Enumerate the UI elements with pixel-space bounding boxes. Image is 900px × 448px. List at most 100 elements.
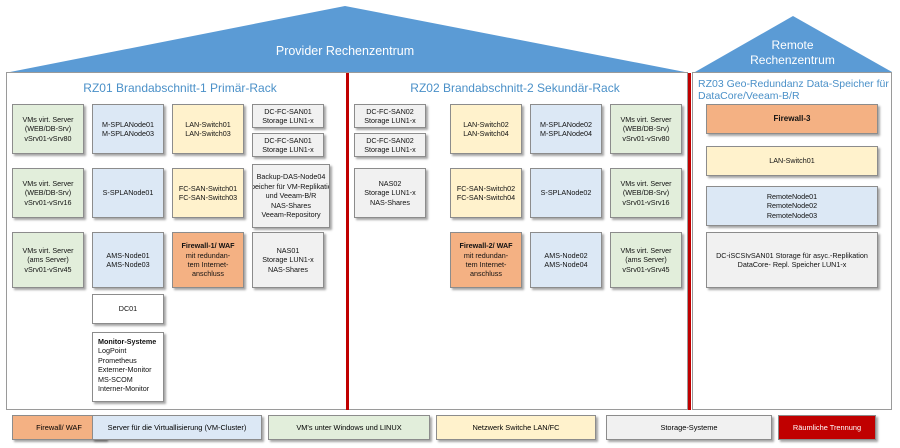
box-line: LAN-Switch01	[769, 156, 815, 166]
box-line: S-SPLANode01	[102, 188, 154, 198]
box-rz02-vms-web-2: VMs virt. Server(WEB/DB-Srv)vSrv01-vSrv1…	[610, 168, 682, 218]
box-line: Veeam-Repository	[261, 210, 321, 220]
box-rz03-lan: LAN-Switch01	[706, 146, 878, 176]
box-line: VMs virt. Server	[22, 245, 74, 255]
separator-rz02-rz03	[688, 73, 691, 410]
box-line: DC-iSCSIvSAN01 Storage für asyc.-Replika…	[716, 250, 868, 260]
box-line: DC-FC-SAN01	[264, 106, 312, 116]
box-line: vSrv01-vSrv16	[622, 197, 670, 207]
box-line: LogPoint	[98, 346, 127, 356]
box-line: VMs virt. Server	[620, 178, 672, 188]
box-line: AMS-Node04	[544, 260, 588, 269]
box-line: RemoteNode01	[766, 191, 818, 201]
box-rz03-firewall: Firewall-3	[706, 104, 878, 134]
rack-title-rz03-line1: RZ03 Geo-Redundanz Data-Speicher für	[698, 78, 889, 90]
box-rz01-vms-ams: VMs virt. Server(ams Server)vSrv01-vSrv4…	[12, 232, 84, 288]
box-line: RemoteNode03	[766, 210, 818, 220]
rack-title-rz01: RZ01 Brandabschnitt-1 Primär-Rack	[83, 81, 277, 95]
box-line: M-SPLANode04	[540, 129, 592, 138]
box-line: tem Internet-	[465, 260, 507, 269]
box-line: vSrv01-vSrv16	[24, 197, 72, 207]
box-line: (WEB/DB-Srv)	[24, 188, 72, 198]
box-line: Externer-Monitor	[98, 365, 152, 375]
box-line: AMS-Node03	[106, 260, 150, 269]
box-line: (WEB/DB-Srv)	[622, 124, 670, 134]
box-line: M-SPLANode02	[540, 119, 592, 129]
box-rz01-vms-web-2: VMs virt. Server(WEB/DB-Srv)vSrv01-vSrv1…	[12, 168, 84, 218]
box-line: AMS-Node02	[544, 250, 588, 260]
box-line: M-SPLANode01	[102, 119, 154, 129]
box-line: FC-SAN-Switch03	[178, 193, 238, 202]
box-line: Firewall-2/ WAF	[459, 241, 513, 251]
box-line: LAN-Switch02	[463, 119, 509, 129]
box-line: VMs virt. Server	[620, 245, 672, 255]
box-line: Backup-DAS-Node04	[256, 172, 326, 182]
box-line: FC-SAN-Switch01	[178, 183, 238, 193]
box-line: DC-FC-SAN01	[264, 135, 312, 145]
box-line: NAS01	[276, 245, 300, 255]
separator-rz01-rz02	[346, 73, 349, 410]
box-line: Storage LUN1-x	[364, 145, 416, 154]
box-line: NAS02	[378, 178, 402, 188]
box-line: mit redundan-	[185, 250, 231, 260]
box-rz01-sspla: S-SPLANode01	[92, 168, 164, 218]
box-line: LAN-Switch04	[463, 129, 509, 138]
box-line: (WEB/DB-Srv)	[622, 188, 670, 198]
box-line: Storage LUN1-x	[364, 188, 416, 198]
box-line: anschluss	[192, 269, 224, 279]
box-line: MS-SCOM	[98, 374, 133, 384]
provider-roof	[10, 6, 892, 72]
box-line: AMS-Node01	[106, 250, 150, 260]
remote-roof-title: Remote Rechenzentrum	[735, 38, 850, 68]
box-line: NAS-Shares	[370, 197, 410, 207]
box-line: S-SPLANode02	[540, 188, 592, 198]
legend-item-vms: VM's unter Windows und LINUX	[268, 415, 430, 440]
box-rz02-sspla: S-SPLANode02	[530, 168, 602, 218]
box-line: Storage LUN1-x	[262, 116, 314, 125]
box-rz01-backup: Backup-DAS-Node04Speicher für VM-Replika…	[252, 164, 330, 228]
box-rz02-vms-ams: VMs virt. Server(ams Server)vSrv01-vSrv4…	[610, 232, 682, 288]
box-line: vSrv01-vSrv80	[622, 133, 670, 143]
box-line: Monitor-Systeme	[98, 337, 157, 346]
box-line: Firewall-3	[773, 114, 811, 124]
box-line: vSrv01-vSrv45	[622, 264, 670, 274]
box-rz02-vms-web-1: VMs virt. Server(WEB/DB-Srv)vSrv01-vSrv8…	[610, 104, 682, 154]
box-line: LAN-Switch01	[185, 119, 231, 129]
box-line: vSrv01-vSrv45	[24, 264, 72, 274]
box-line: NAS-Shares	[271, 200, 311, 210]
box-line: und Veeam-B/R	[265, 191, 317, 201]
remote-roof-title-line2: Rechenzentrum	[750, 53, 835, 67]
legend-item-network: Netzwerk Switche LAN/FC	[436, 415, 596, 440]
provider-roof-shape	[10, 6, 685, 72]
box-line: DC-FC-SAN02	[366, 135, 414, 145]
provider-roof-title: Provider Rechenzentrum	[275, 44, 415, 58]
box-line: mit redundan-	[463, 250, 509, 260]
box-line: (ams Server)	[625, 255, 667, 265]
remote-roof-shape	[695, 16, 892, 72]
box-line: M-SPLANode03	[102, 129, 154, 138]
box-line: VMs virt. Server	[620, 114, 672, 124]
box-line: DataCore- Repl. Speicher LUN1-x	[737, 260, 847, 269]
legend-item-server: Server für die Virtuallisierung (VM-Clus…	[92, 415, 262, 440]
box-line: VMs virt. Server	[22, 178, 74, 188]
box-line: Storage LUN1-x	[262, 145, 314, 154]
box-line: Firewall-1/ WAF	[181, 241, 235, 251]
box-line: Interner-Monitor	[98, 384, 150, 394]
legend-item-separation: Räumliche Trennung	[778, 415, 876, 440]
box-line: Speicher für VM-Replikation	[253, 181, 329, 191]
